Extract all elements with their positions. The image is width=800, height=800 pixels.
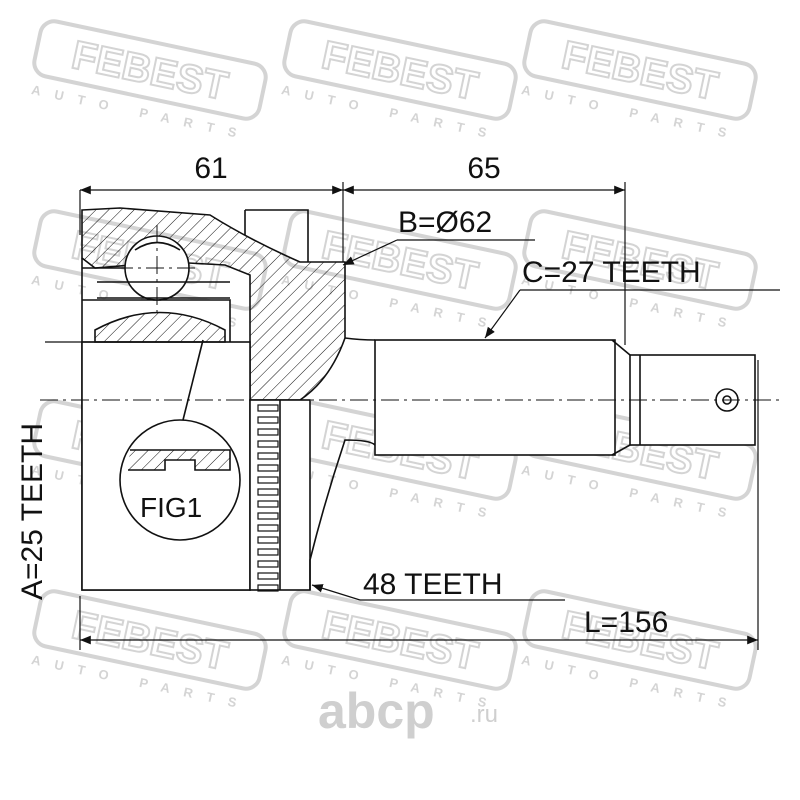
centerlines xyxy=(40,225,780,401)
abs-tooth xyxy=(257,476,279,484)
callout-outer-diameter: B=Ø62 xyxy=(398,206,492,239)
abs-tooth xyxy=(257,548,279,556)
figure-label: FIG1 xyxy=(140,492,202,523)
abs-tooth xyxy=(257,512,279,520)
callout-inner-spline: A=25 TEETH xyxy=(16,423,49,600)
logo-tld: .ru xyxy=(470,701,498,728)
abs-tooth xyxy=(257,404,279,412)
logo-text: abcp xyxy=(318,683,435,739)
dimension-lines xyxy=(45,182,780,650)
dim-outer-length: 65 xyxy=(467,152,500,185)
abs-tooth xyxy=(257,584,279,592)
cv-joint-body xyxy=(81,207,756,592)
dim-total-length: L=156 xyxy=(584,606,668,639)
abs-tooth xyxy=(257,464,279,472)
abs-tooth xyxy=(257,488,279,496)
abs-tooth xyxy=(257,416,279,424)
abs-tooth xyxy=(257,440,279,448)
abcp-logo: abcp .ru xyxy=(318,683,498,739)
callout-abs-ring: 48 TEETH xyxy=(363,568,503,601)
abs-tooth xyxy=(257,536,279,544)
abs-tooth xyxy=(257,428,279,436)
callout-outer-spline: C=27 TEETH xyxy=(522,256,701,289)
abs-tooth xyxy=(257,560,279,568)
abs-tooth xyxy=(257,524,279,532)
abs-tooth xyxy=(257,500,279,508)
abs-tooth xyxy=(257,452,279,460)
dim-inner-length: 61 xyxy=(194,152,227,185)
abs-tooth xyxy=(257,572,279,580)
